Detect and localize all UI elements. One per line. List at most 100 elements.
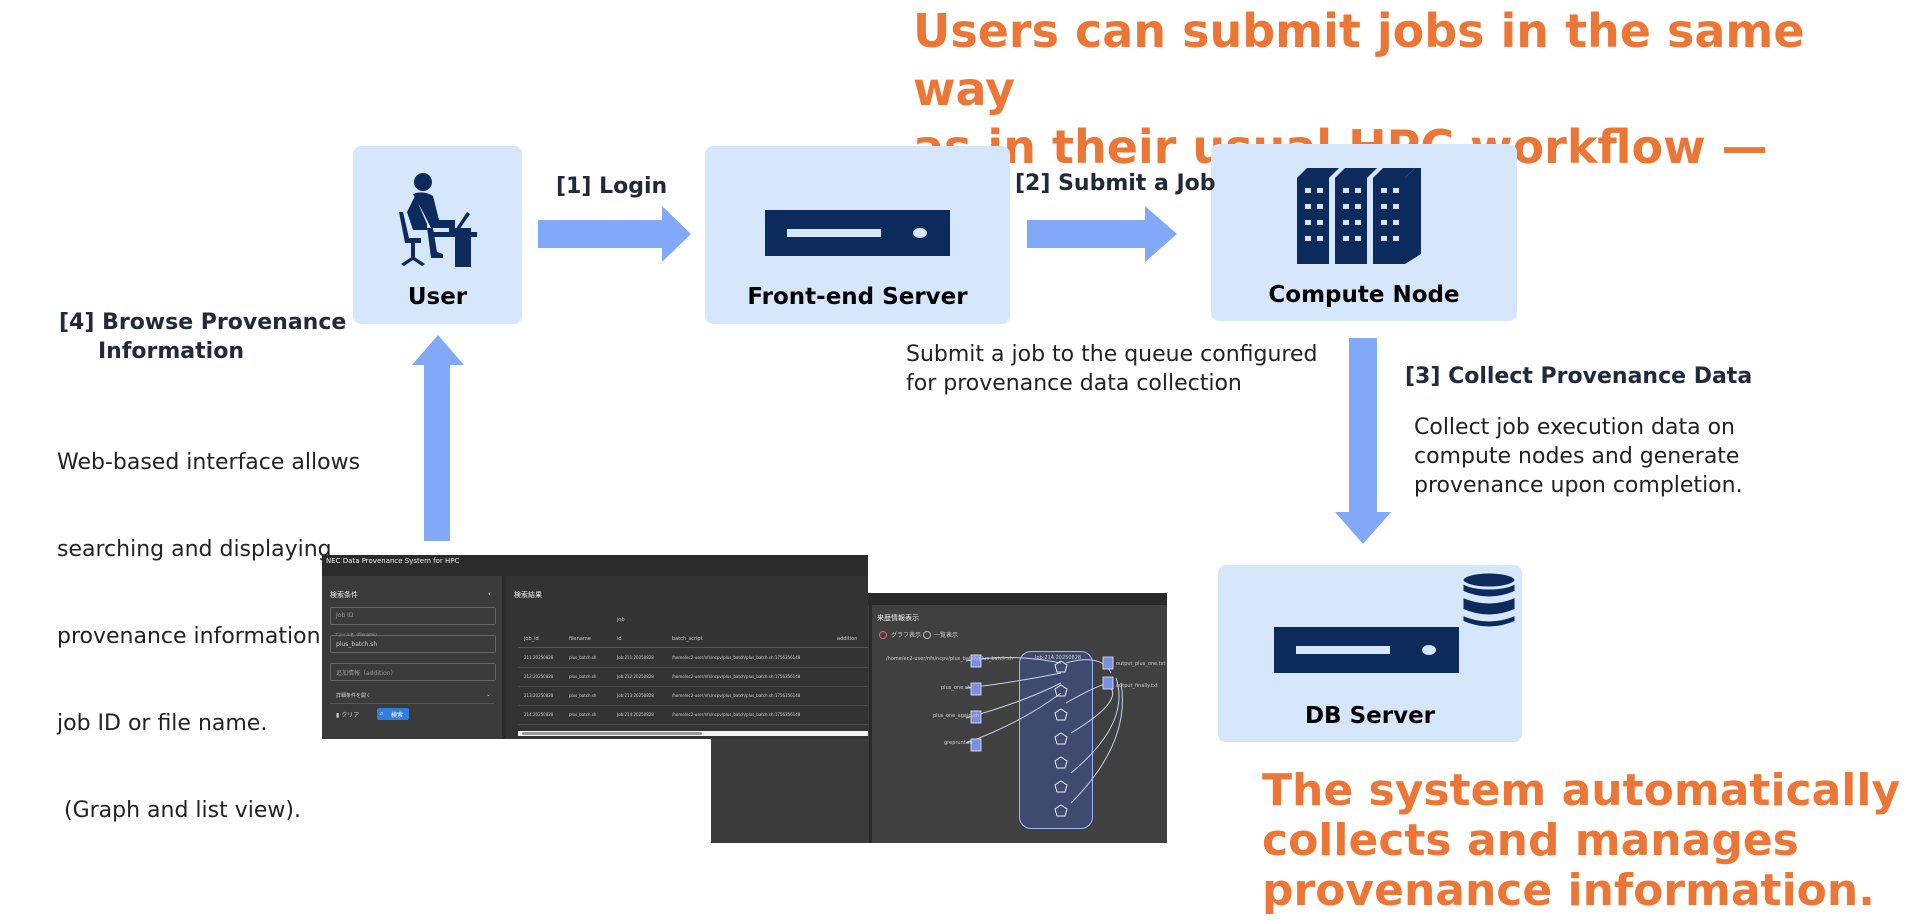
cell-filename: plus_batch.sh (569, 655, 597, 660)
column-header: addition (837, 636, 858, 642)
filename-value: plus_batch.sh (336, 641, 378, 648)
headline-bottom-line2: collects and manages (1262, 815, 1799, 866)
table-row[interactable]: 212:20250828 plus_batch.sh Job:212:20250… (518, 672, 868, 687)
jobid-placeholder: Job ID (336, 612, 354, 619)
browse-description-line: provenance information by (57, 624, 355, 649)
results-title: 検索結果 (514, 591, 542, 599)
list-radio-label: 一覧表示 (934, 632, 959, 639)
graph-view-title: 来歴情報表示 (877, 614, 919, 622)
cell-id: Job:212:20250828 (617, 674, 654, 679)
graph-file-label: /home/ec2-user/nfs/ncpv/plus_batch/plus_… (886, 656, 1013, 662)
user-label: User (407, 284, 468, 310)
cell-batch-script: /home/ec2-user/nfs/ncpv/plus_batch/plus_… (672, 674, 801, 679)
frontend-server-label: Front-end Server (747, 284, 968, 310)
cell-job-id: 211:20250828 (524, 655, 554, 660)
table-row[interactable]: 211:20250828 plus_batch.sh Job:211:20250… (518, 653, 868, 668)
results-group-header: job (617, 617, 625, 623)
cell-filename: plus_batch.sh (569, 674, 597, 679)
headline-bottom: The system automatically collects and ma… (1262, 766, 1912, 916)
browse-description-line: (Graph and list view). (57, 798, 301, 823)
frontend-server-node: Front-end Server (705, 146, 1010, 324)
search-button-label: 検索 (391, 712, 404, 719)
cell-id: Job:211:20250828 (617, 655, 654, 660)
collect-arrow (1335, 338, 1391, 544)
cell-id: Job:214:20250828 (617, 712, 654, 717)
browse-description-line: searching and displaying (57, 537, 332, 562)
table-row[interactable]: 213:20250828 plus_batch.sh Job:213:20250… (518, 691, 868, 706)
server-icon (765, 210, 950, 256)
column-header: batch_script (672, 636, 703, 642)
cell-job-id: 213:20250828 (524, 693, 554, 698)
provenance-graph-icon (965, 654, 1123, 817)
headline-bottom-line1: The system automatically (1262, 765, 1901, 816)
collect-description-line: provenance upon completion. (1414, 473, 1743, 498)
addition-placeholder: 追加情報（addition） (336, 670, 397, 677)
trash-icon: ▮ (336, 712, 340, 719)
collapse-chevron-icon[interactable]: ‹ (488, 590, 491, 598)
step-submit-label: [2] Submit a Job (1015, 171, 1216, 196)
graph-file-label: plus_one.sh (941, 685, 971, 691)
graph-job-label: Job:214:20250828 (1035, 655, 1082, 661)
filename-input[interactable] (330, 635, 496, 653)
browse-description-line: Web-based interface allows (57, 450, 361, 475)
chevron-down-icon[interactable]: ⌄ (486, 691, 492, 698)
list-radio[interactable] (923, 631, 931, 639)
browse-description: Web-based interface allows searching and… (57, 390, 360, 854)
graph-radio-selected[interactable] (879, 631, 887, 639)
table-row[interactable]: 214:20250828 plus_batch.sh Job:214:20250… (518, 710, 868, 725)
cell-batch-script: /home/ec2-user/nfs/ncpv/plus_batch/plus_… (672, 712, 801, 717)
graph-file-label: output_plus_one.txt (1116, 661, 1166, 667)
column-header: filename (569, 636, 591, 642)
cell-filename: plus_batch.sh (569, 712, 597, 717)
database-icon (1460, 570, 1518, 630)
graph-file-label: output_finally.txt (1116, 683, 1158, 689)
graph-file-label: plus_one_again.sh (933, 713, 979, 719)
cell-batch-script: /home/ec2-user/nfs/ncpv/plus_batch/plus_… (672, 655, 801, 660)
search-panel-title: 検索条件 (330, 591, 358, 599)
app-title: NEC Data Provenance System for HPC (326, 557, 460, 565)
user-node: User (353, 146, 522, 324)
headline-top-line1: Users can submit jobs in the same way (913, 4, 1805, 116)
graph-radio-label: グラフ表示 (891, 632, 922, 639)
search-button[interactable]: ⌕ 検索 (377, 708, 409, 720)
advanced-toggle[interactable]: 詳細条件を開く (336, 693, 372, 699)
compute-node-label: Compute Node (1268, 282, 1460, 308)
clear-button[interactable]: ▮ クリア (336, 710, 359, 719)
step-login-label: [1] Login (556, 174, 668, 199)
collect-description-line: compute nodes and generate (1414, 444, 1740, 469)
column-header: job_id (524, 636, 539, 642)
collect-description: Collect job execution data on compute no… (1414, 413, 1743, 500)
submit-arrow (1027, 206, 1177, 262)
compute-node: Compute Node (1211, 144, 1517, 321)
step-browse-line1: [4] Browse Provenance (59, 310, 347, 335)
server-rack-icon (1297, 168, 1421, 264)
submit-description-line: Submit a job to the queue configured (906, 342, 1318, 367)
login-arrow (538, 206, 691, 262)
horizontal-scrollbar[interactable] (518, 731, 868, 736)
collect-description-line: Collect job execution data on (1414, 415, 1735, 440)
db-server-node: DB Server (1218, 565, 1522, 742)
headline-bottom-line3: provenance information. (1262, 865, 1875, 916)
step-browse-line2: Information (98, 339, 244, 364)
graph-file-label: greprunf.sh (944, 740, 973, 746)
cell-job-id: 212:20250828 (524, 674, 554, 679)
cell-batch-script: /home/ec2-user/nfs/ncpv/plus_batch/plus_… (672, 693, 801, 698)
cell-job-id: 214:20250828 (524, 712, 554, 717)
submit-description-line: for provenance data collection (906, 371, 1242, 396)
column-header: id (617, 636, 622, 642)
filename-label: ファイル名（filename） (334, 632, 380, 637)
clear-button-label: クリア (341, 712, 360, 719)
addition-input[interactable] (330, 663, 496, 681)
browse-description-line: job ID or file name. (57, 711, 268, 736)
cell-filename: plus_batch.sh (569, 693, 597, 698)
step-browse-label: [4] Browse Provenance Information (59, 308, 346, 366)
server-icon (1274, 627, 1459, 673)
cell-id: Job:213:20250828 (617, 693, 654, 698)
headline-top: Users can submit jobs in the same way as… (913, 2, 1913, 176)
user-at-desk-icon (399, 173, 477, 267)
jobid-input[interactable] (330, 607, 496, 625)
step-collect-label: [3] Collect Provenance Data (1405, 364, 1753, 389)
search-icon: ⌕ (380, 710, 384, 717)
db-server-label: DB Server (1304, 703, 1436, 729)
submit-description: Submit a job to the queue configured for… (906, 340, 1317, 398)
